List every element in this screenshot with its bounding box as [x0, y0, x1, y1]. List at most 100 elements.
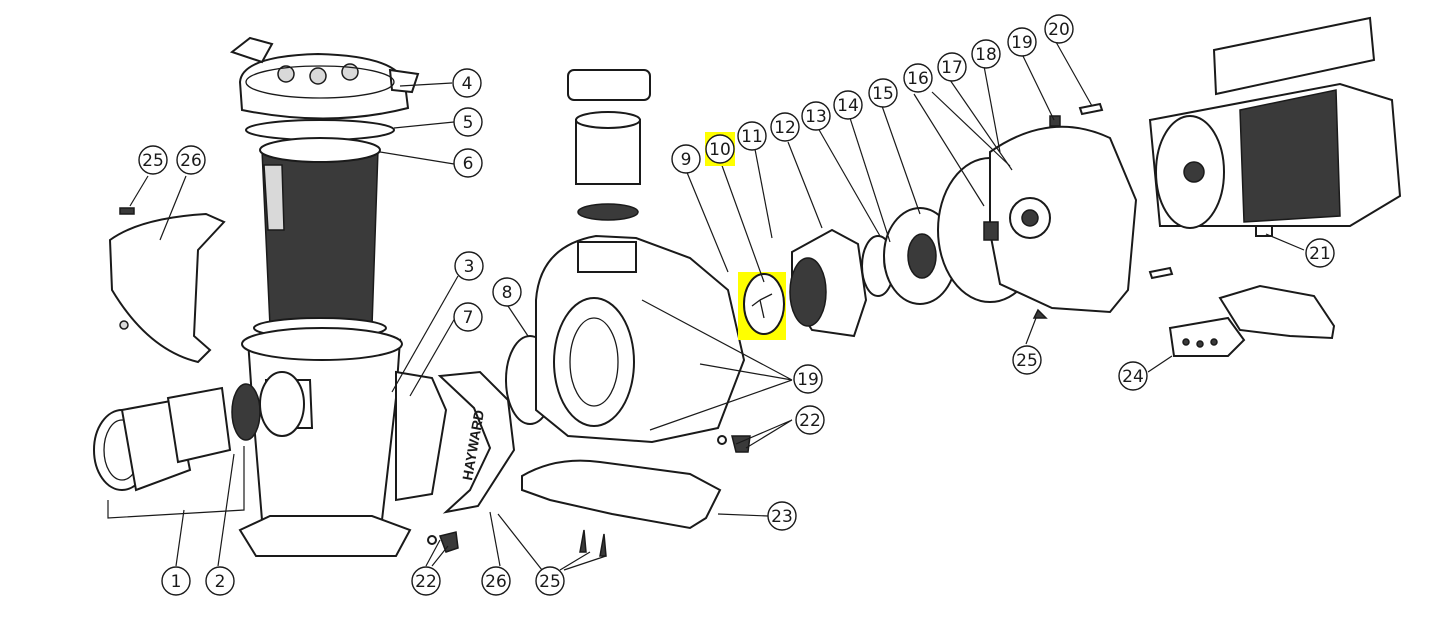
callout-9: 9 [671, 144, 701, 174]
motor-support-foot [1168, 284, 1336, 357]
strainer-lid [229, 36, 420, 120]
callout-circle [833, 90, 863, 120]
callout-number: 12 [774, 118, 796, 138]
callout-circle [411, 566, 441, 596]
callout-number: 17 [941, 58, 963, 78]
callout-number: 22 [799, 411, 821, 431]
callout-circle [937, 52, 967, 82]
callout-number: 13 [805, 107, 827, 127]
callout-circle [481, 566, 511, 596]
callout-22: 22 [795, 405, 825, 435]
drain-plug-left [427, 531, 459, 553]
callout-14: 14 [833, 90, 863, 120]
callout-11: 11 [737, 121, 767, 151]
callout-26: 26 [481, 566, 511, 596]
callout-circle [903, 63, 933, 93]
callout-circle [1305, 238, 1335, 268]
callout-number: 23 [771, 507, 793, 527]
callout-circle [454, 251, 484, 281]
callout-24: 24 [1118, 361, 1148, 391]
callout-13: 13 [801, 101, 831, 131]
callout-18: 18 [971, 39, 1001, 69]
callout-circle [737, 121, 767, 151]
callout-circle [176, 145, 206, 175]
callout-number: 6 [463, 154, 474, 174]
callout-number: 1 [171, 572, 182, 592]
callout-number: 21 [1309, 244, 1331, 264]
callout-15: 15 [868, 78, 898, 108]
callout-25: 25 [535, 566, 565, 596]
callout-number: 14 [837, 96, 859, 116]
callout-2: 2 [205, 566, 235, 596]
union-adapter [93, 386, 232, 492]
motor [1148, 16, 1402, 237]
callout-circle [492, 277, 522, 307]
callout-25: 25 [138, 145, 168, 175]
callout-number: 24 [1122, 367, 1144, 387]
callout-circle [1118, 361, 1148, 391]
motor-cover-left [108, 212, 226, 364]
callout-7: 7 [453, 302, 483, 332]
callout-circle [205, 566, 235, 596]
motor-cover-bottom: HAYWARD [437, 370, 516, 514]
callout-circle [1007, 27, 1037, 57]
callout-19: 19 [793, 364, 823, 394]
callout-circle [452, 68, 482, 98]
callout-number: 15 [872, 84, 894, 104]
callout-12: 12 [770, 112, 800, 142]
motor-support-bottom [521, 459, 722, 530]
callout-number: 18 [975, 45, 997, 65]
callout-6: 6 [453, 148, 483, 178]
screws [119, 207, 1048, 557]
callout-number: 25 [539, 572, 561, 592]
callout-number: 9 [681, 150, 692, 170]
callout-circle [795, 405, 825, 435]
motor-bracket [983, 125, 1138, 314]
callout-22: 22 [411, 566, 441, 596]
callout-10: 10 [705, 132, 735, 166]
leader-lines [107, 41, 1305, 571]
callout-circle [868, 78, 898, 108]
callout-26: 26 [176, 145, 206, 175]
callout-number: 20 [1048, 20, 1070, 40]
callout-circle [138, 145, 168, 175]
callout-8: 8 [492, 277, 522, 307]
callout-number: 2 [215, 572, 226, 592]
callout-20: 20 [1044, 14, 1074, 44]
callout-circle [453, 302, 483, 332]
callout-number: 7 [463, 308, 474, 328]
callout-circle [453, 148, 483, 178]
callout-number: 19 [797, 370, 819, 390]
callout-circle [793, 364, 823, 394]
callout-circle [535, 566, 565, 596]
callout-number: 10 [709, 140, 731, 160]
callout-19: 19 [1007, 27, 1037, 57]
callout-circle [705, 134, 735, 164]
callout-circle [1044, 14, 1074, 44]
callout-25: 25 [1012, 345, 1042, 375]
callout-number: 22 [415, 572, 437, 592]
callout-number: 19 [1011, 33, 1033, 53]
callout-circle [161, 566, 191, 596]
strainer-housing [238, 327, 448, 557]
callout-5: 5 [453, 107, 483, 137]
callout-number: 8 [502, 283, 513, 303]
callout-number: 4 [462, 74, 473, 94]
strainer-basket [253, 137, 387, 339]
callout-number: 25 [142, 151, 164, 171]
callout-circle [453, 107, 483, 137]
callout-circle [1012, 345, 1042, 375]
callout-circle [971, 39, 1001, 69]
callout-16: 16 [903, 63, 933, 93]
callout-1: 1 [161, 566, 191, 596]
callout-circle [801, 101, 831, 131]
callout-circle [770, 112, 800, 142]
pipe-union-top [567, 69, 651, 221]
callout-4: 4 [452, 68, 482, 98]
callout-17: 17 [937, 52, 967, 82]
union-o-ring [231, 383, 261, 441]
callout-number: 25 [1016, 351, 1038, 371]
callout-number: 26 [180, 151, 202, 171]
